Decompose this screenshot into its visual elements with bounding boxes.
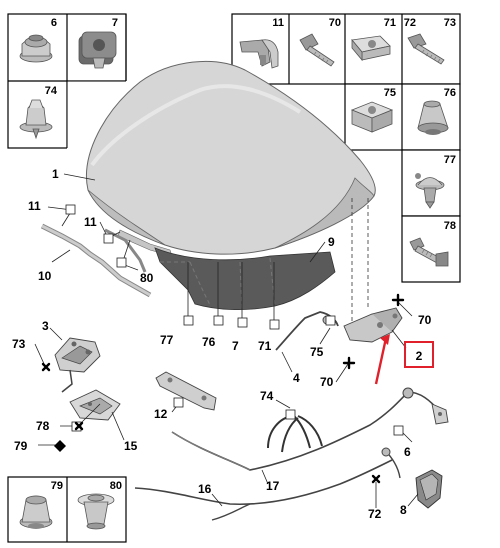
callout-71: 71 (258, 339, 272, 353)
plus-70b (342, 356, 356, 370)
rubber-bump-stop-icon (19, 495, 53, 529)
reference-markers (65, 204, 404, 436)
plastic-push-clip-icon (19, 99, 53, 140)
callout-6: 6 (404, 445, 411, 459)
callout-76: 76 (202, 335, 216, 349)
callout-77: 77 (160, 333, 174, 347)
release-handle-8 (415, 469, 443, 509)
callout-4: 4 (293, 371, 300, 385)
adjustable-stop-icon (409, 237, 449, 267)
callout-labels: 1 2 3 4 6 7 8 9 10 11 11 12 73 78 79 15 … (12, 167, 432, 521)
callout-12: 12 (154, 407, 168, 421)
hood-lock-3 (54, 337, 101, 393)
cable-clips-14 (267, 415, 323, 453)
callout-17: 17 (266, 479, 280, 493)
plus-70a (391, 293, 405, 307)
callout-15: 15 (124, 439, 138, 453)
rubber-buffer-icon (417, 100, 449, 135)
cross-78 (74, 421, 84, 431)
callout-72: 72 (368, 507, 382, 521)
cell-number-6: 6 (51, 17, 57, 29)
cell-number-71: 71 (384, 17, 396, 29)
hood-insulation (154, 247, 336, 311)
callout-70b: 70 (320, 375, 334, 389)
cable-end-lower (381, 447, 401, 479)
cell-number-11: 11 (272, 17, 284, 29)
cross-73 (41, 362, 51, 372)
bracket-12 (155, 371, 217, 411)
leader-lines (34, 173, 419, 508)
plastic-rivet-icon (77, 493, 115, 530)
hood-panel (86, 60, 376, 257)
callout-75: 75 (310, 345, 324, 359)
nut-clip-icon (351, 35, 391, 62)
callout-10: 10 (38, 269, 52, 283)
callout-73: 73 (12, 337, 26, 351)
callout-16: 16 (198, 482, 212, 496)
callout-11b: 11 (84, 215, 97, 229)
seal-strip-10 (40, 223, 152, 298)
highlight-part-2 (374, 334, 434, 385)
cell-number-70: 70 (329, 17, 341, 29)
lock-bracket-15 (69, 389, 121, 421)
callout-74: 74 (260, 389, 274, 403)
cell-number-79: 79 (51, 480, 63, 492)
plus-markers (342, 293, 405, 370)
callout-3: 3 (42, 319, 49, 333)
callout-2: 2 (416, 349, 423, 363)
callout-7: 7 (232, 339, 239, 353)
callout-70a: 70 (418, 313, 432, 327)
cell-number-75: 75 (384, 87, 396, 99)
cross-72 (371, 474, 381, 484)
cage-nut-icon (350, 101, 394, 133)
push-rivet-icon (415, 173, 445, 209)
rubber-grommet-icon (19, 34, 53, 63)
callout-1: 1 (52, 167, 59, 181)
cell-number-74: 74 (45, 85, 58, 97)
release-cable-17 (171, 391, 409, 471)
cell-number-77: 77 (444, 154, 456, 166)
callout-78: 78 (36, 419, 50, 433)
cell-number-73: 73 (444, 17, 456, 29)
parts-grid-bottom-left: 79 80 (7, 476, 127, 543)
callout-11a: 11 (28, 199, 41, 213)
parts-grid-top-right: 11 70 71 72 (231, 13, 461, 283)
fastener-crosses (41, 362, 381, 484)
callout-9: 9 (328, 235, 335, 249)
hose-clip-icon (239, 39, 279, 69)
cell-number-72: 72 (404, 17, 416, 29)
cell-number-78: 78 (444, 220, 456, 232)
diamond-marker-79 (54, 440, 66, 452)
bolt-icon (299, 33, 335, 67)
cell-number-76: 76 (444, 87, 456, 99)
release-cable-16 (134, 459, 393, 521)
callout-8: 8 (400, 503, 407, 517)
callout-79: 79 (14, 439, 28, 453)
cell-number-80: 80 (110, 480, 122, 492)
foam-pad-icon (78, 31, 117, 69)
cell-number-7: 7 (112, 17, 118, 29)
stud-bolt-icon (407, 33, 445, 65)
hinge-assembly (343, 198, 403, 343)
callout-80: 80 (140, 271, 154, 285)
cable-end-6 (402, 387, 449, 425)
